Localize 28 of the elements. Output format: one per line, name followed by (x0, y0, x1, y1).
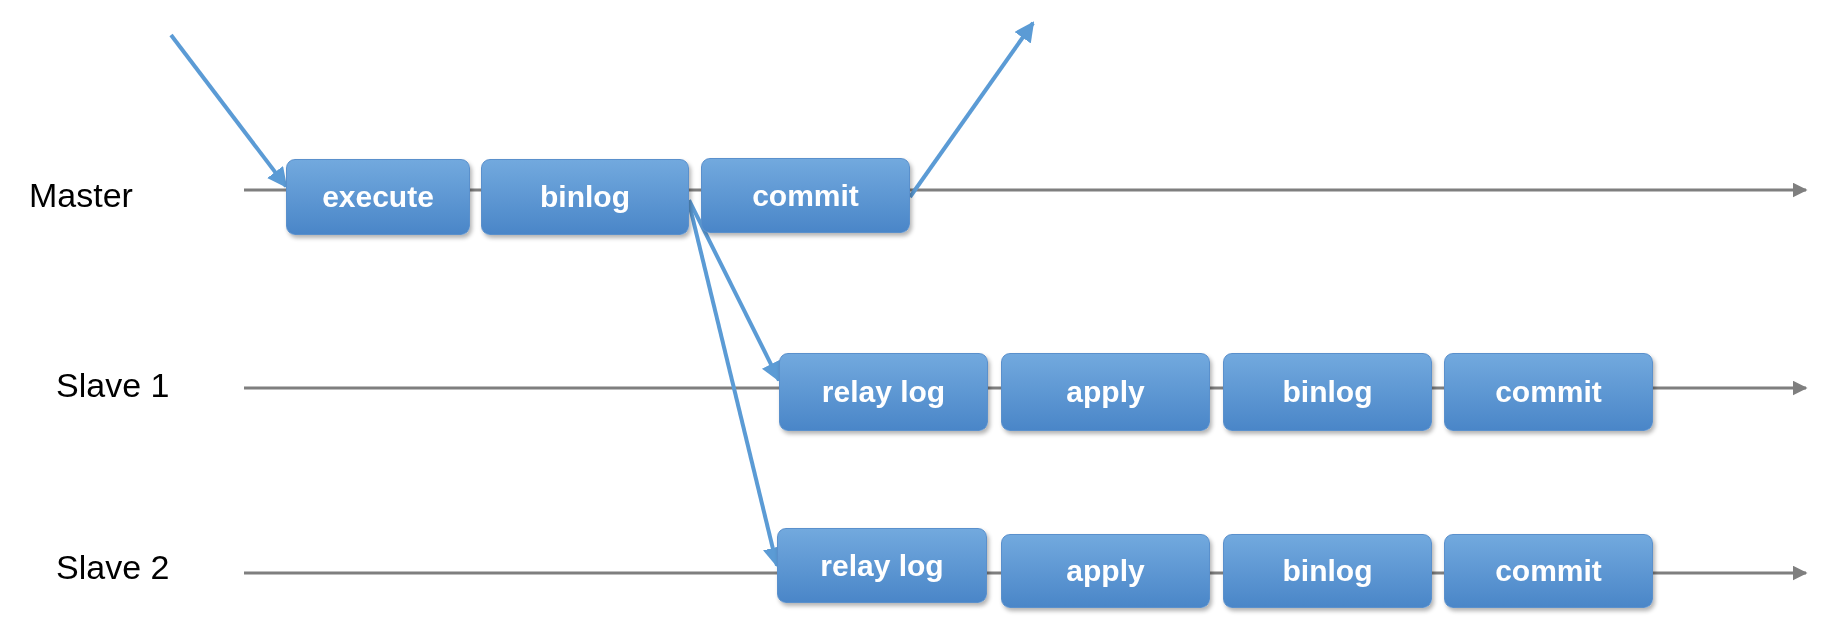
process-box (1001, 353, 1210, 431)
process-box (1444, 534, 1653, 608)
process-box (1223, 353, 1432, 431)
box-label: binlog (540, 180, 630, 214)
process-box (1223, 534, 1432, 608)
box-label: binlog (1282, 554, 1373, 588)
box-label: commit (752, 178, 859, 213)
box-label: relay log (820, 548, 944, 583)
box-label: relay log (821, 375, 946, 409)
process-box (1444, 353, 1653, 431)
box-label: binlog (1282, 375, 1373, 409)
arrow (169, 33, 288, 188)
box-label: apply (1066, 554, 1145, 588)
box-label: commit (1495, 375, 1602, 409)
process-box (286, 159, 470, 235)
process-box (779, 353, 988, 431)
box-label: execute (322, 180, 434, 214)
arrow (908, 21, 1035, 199)
row-label: Slave 1 (56, 366, 170, 405)
box-label: apply (1066, 375, 1145, 409)
process-box (701, 158, 910, 233)
arrow (687, 199, 781, 383)
row-label: Slave 2 (56, 548, 170, 587)
process-box (777, 528, 987, 603)
process-box (1001, 534, 1210, 608)
process-box (481, 159, 689, 235)
row-label: Master (29, 176, 133, 215)
box-label: commit (1495, 554, 1602, 588)
